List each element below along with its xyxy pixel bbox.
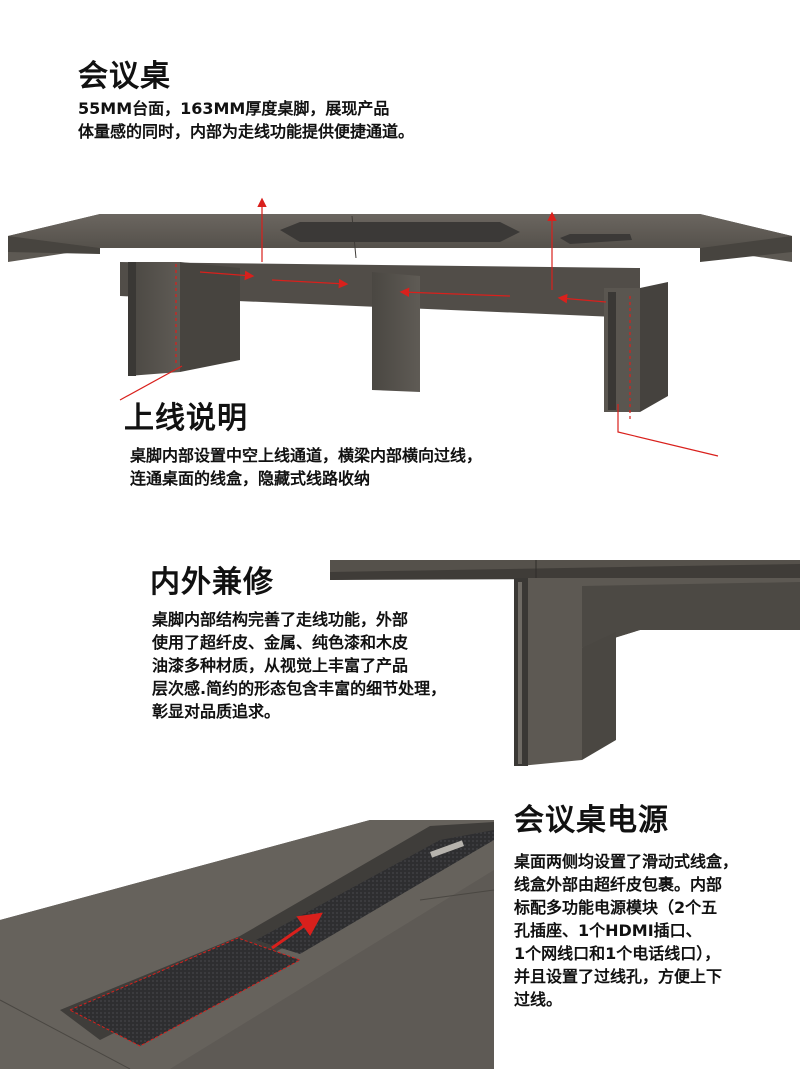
wiring-arrows — [119, 197, 719, 457]
wiring-title: 上线说明 — [124, 401, 248, 436]
inside-outside-description: 桌脚内部结构完善了走线功能，外部 使用了超纤皮、金属、纯色漆和木皮 油漆多种材质… — [152, 610, 447, 721]
conference-table-title: 会议桌 — [78, 59, 171, 94]
leg-closeup-illustration — [330, 560, 800, 766]
wire-box-illustration — [0, 820, 495, 1069]
conference-table-description: 55MM台面，163MM厚度桌脚，展现产品 体量感的同时，内部为走线功能提供便捷… — [78, 99, 415, 141]
wiring-description: 桌脚内部设置中空上线通道，横梁内部横向过线， 连通桌面的线盒，隐藏式线路收纳 — [130, 446, 483, 488]
power-title: 会议桌电源 — [514, 803, 669, 838]
inside-outside-title: 内外兼修 — [150, 565, 274, 600]
power-description: 桌面两侧均设置了滑动式线盒， 线盒外部由超纤皮包裹。内部 标配多功能电源模块（2… — [514, 852, 739, 1009]
conference-table-illustration — [8, 214, 792, 412]
